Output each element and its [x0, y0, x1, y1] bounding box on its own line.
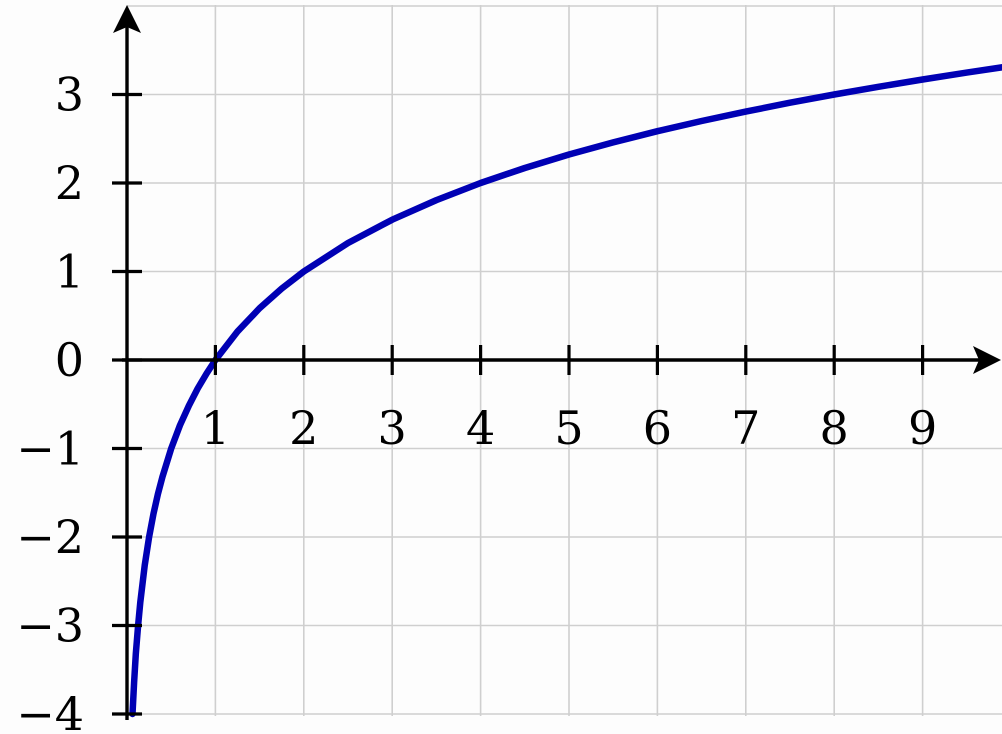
y-tick-label: 3: [55, 68, 84, 122]
y-tick-label: 0: [55, 333, 84, 387]
y-tick-label: 2: [55, 156, 84, 210]
series-curve: [129, 64, 1002, 718]
tick-labels: 1 2 3 4 5 6 7 8 9 −4 −3 −2 −1 0 1 2 3: [16, 68, 937, 734]
x-tick-label: 2: [289, 401, 318, 455]
x-tick-label: 7: [731, 401, 760, 455]
y-tick-label: −1: [16, 422, 84, 476]
y-axis-arrowhead: [113, 5, 141, 33]
x-tick-label: 8: [820, 401, 849, 455]
x-tick-label: 4: [466, 401, 495, 455]
x-tick-label: 3: [378, 401, 407, 455]
ticks: [112, 92, 925, 716]
x-tick-label: 1: [201, 401, 230, 455]
x-tick-label: 6: [643, 401, 672, 455]
x-tick-label: 9: [908, 401, 937, 455]
x-tick-label: 5: [554, 401, 583, 455]
series-layer: [129, 64, 1002, 718]
y-tick-label: −4: [16, 687, 84, 734]
y-tick-label: −2: [16, 510, 84, 564]
y-tick-label: −3: [16, 599, 84, 653]
axes: [113, 5, 1001, 720]
y-tick-label: 1: [55, 245, 84, 299]
x-axis-arrowhead: [973, 346, 1001, 374]
